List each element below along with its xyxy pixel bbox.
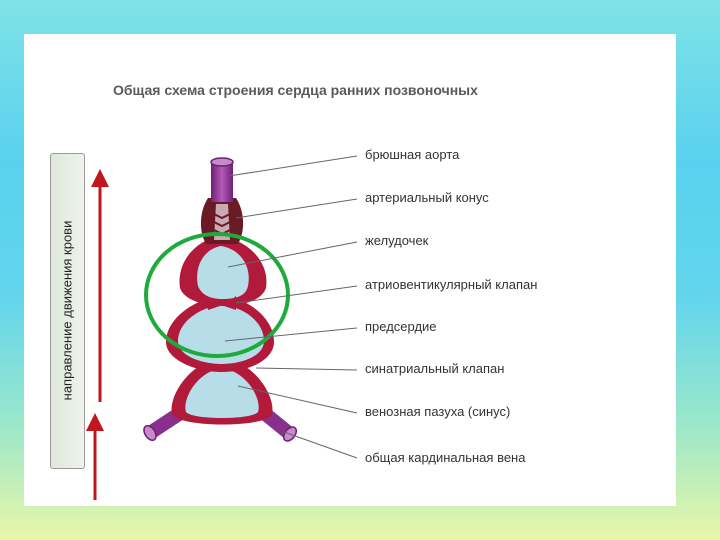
leader-line-sa-valve [255, 367, 358, 371]
ventral-aorta-opening [210, 157, 234, 167]
diagram-title: Общая схема строения сердца ранних позво… [113, 82, 478, 98]
av-valve [206, 296, 236, 310]
atrium-chamber [178, 305, 264, 364]
label-cardinal-vein: общая кардинальная вена [365, 450, 526, 465]
leader-line-conus [235, 198, 358, 219]
leader-line-cardinal-vein [283, 431, 358, 459]
label-sa-valve: синатриальный клапан [365, 361, 505, 376]
leader-lines [224, 155, 358, 459]
leader-line-sinus [237, 385, 358, 414]
slide-background [24, 34, 676, 506]
leader-line-atrium [224, 327, 358, 342]
sinus-venosus-chamber [185, 368, 259, 418]
ventral-aorta [211, 162, 233, 202]
leader-line-av-valve [235, 285, 358, 304]
label-sinus-venosus: венозная пазуха (синус) [365, 404, 511, 419]
highlight-circle [144, 232, 290, 358]
label-av-valve: атриовентикулярный клапан [365, 277, 538, 292]
leader-line-aorta [228, 155, 358, 177]
label-atrium: предсердие [365, 319, 437, 334]
label-ventricle: желудочек [365, 233, 429, 248]
blood-flow-direction-box [50, 153, 85, 469]
label-ventral-aorta: брюшная аорта [365, 147, 460, 162]
leader-line-ventricle [227, 241, 358, 268]
label-conus-arteriosus: артериальный конус [365, 190, 489, 205]
ventricle-chamber [197, 246, 249, 299]
